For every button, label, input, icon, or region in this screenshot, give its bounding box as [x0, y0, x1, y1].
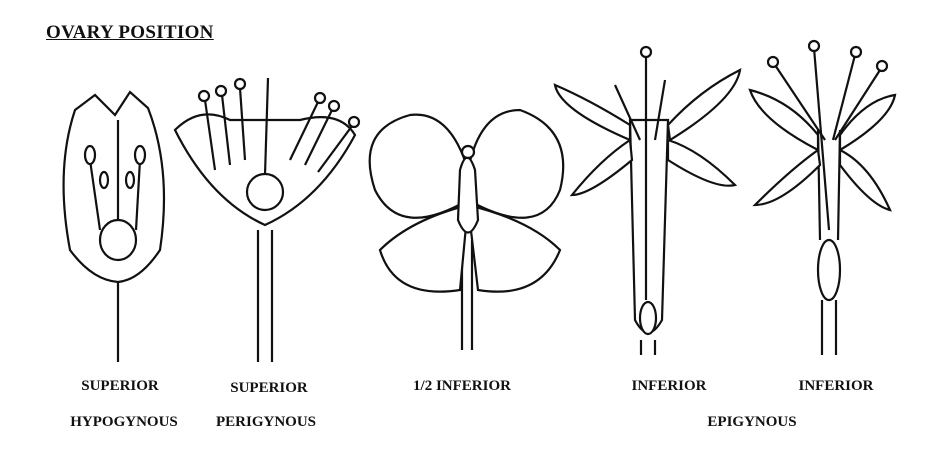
flower-inferior-1 [553, 45, 742, 355]
label-flower-5-position: INFERIOR [798, 378, 874, 394]
flower-superior-hypogynous [62, 90, 166, 362]
label-flower-1-position: SUPERIOR [81, 378, 159, 394]
flower-inferior-2 [748, 39, 897, 355]
label-flower-4-position: INFERIOR [631, 378, 707, 394]
label-flower-2-type: PERIGYNOUS [215, 414, 317, 430]
label-flower-3-position: 1/2 INFERIOR [413, 378, 511, 394]
flower-half-inferior [368, 108, 565, 350]
diagram-title: OVARY POSITION [46, 22, 214, 43]
flower-superior-perigynous [173, 77, 361, 362]
label-flower-1-type: HYPOGYNOUS [70, 414, 178, 430]
label-epigynous-group: EPIGYNOUS [707, 414, 797, 430]
label-flower-2-position: SUPERIOR [230, 380, 308, 396]
